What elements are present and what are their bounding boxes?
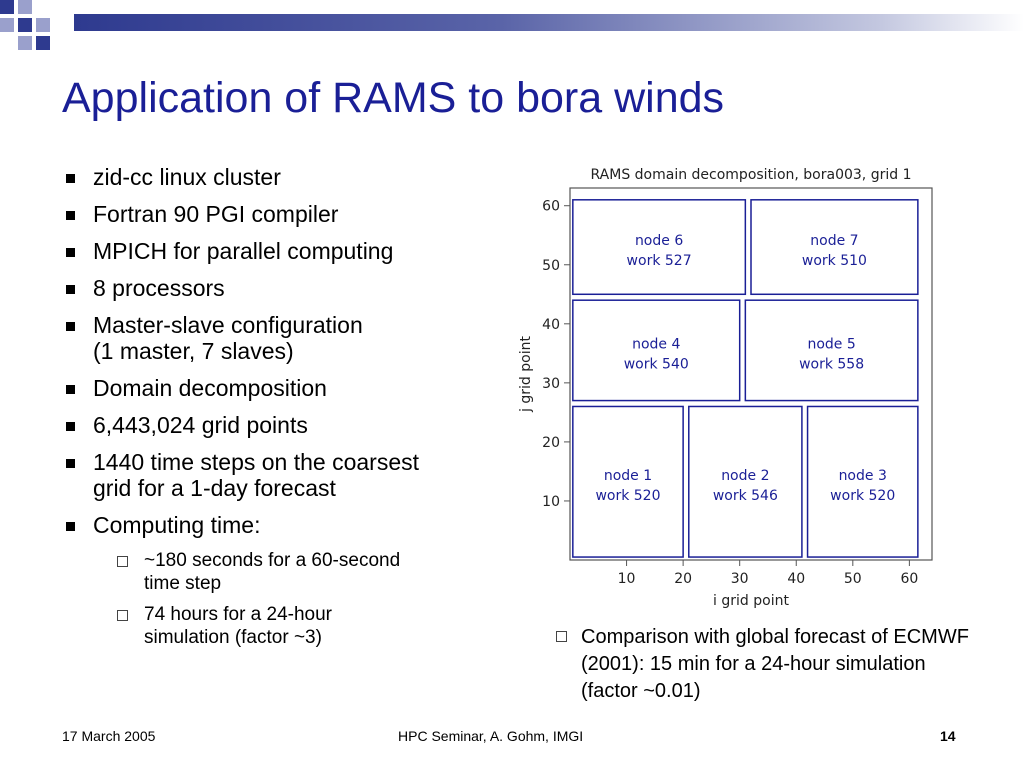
node-label: node 6 bbox=[635, 233, 683, 249]
bullet-item: Master-slave configuration (1 master, 7 … bbox=[62, 312, 482, 364]
footer-date: 17 March 2005 bbox=[62, 728, 156, 744]
bullet-item: zid-cc linux cluster bbox=[62, 164, 482, 190]
x-axis-label: i grid point bbox=[713, 593, 789, 609]
bullet-text: Master-slave configuration (1 master, 7 … bbox=[93, 312, 363, 364]
bullet-list: zid-cc linux cluster Fortran 90 PGI comp… bbox=[62, 164, 482, 657]
corner-decoration bbox=[0, 0, 80, 64]
node-work-label: work 527 bbox=[627, 253, 692, 269]
bullet-text: 6,443,024 grid points bbox=[93, 412, 308, 438]
sub-bullet-item: ~180 seconds for a 60-second time step bbox=[117, 549, 482, 595]
square-bullet-icon bbox=[66, 285, 75, 294]
square-bullet-icon bbox=[66, 422, 75, 431]
page-number: 14 bbox=[940, 728, 956, 744]
square-bullet-icon bbox=[66, 459, 75, 468]
sub-bullet-text: 74 hours for a 24-hour simulation (facto… bbox=[144, 604, 333, 648]
node-box bbox=[744, 299, 919, 402]
node-box bbox=[572, 199, 747, 296]
slide-title: Application of RAMS to bora winds bbox=[62, 74, 725, 122]
sub-bullet-text: ~180 seconds for a 60-second time step bbox=[144, 550, 401, 594]
bullet-item: Computing time: bbox=[62, 512, 482, 538]
node-work-label: work 520 bbox=[595, 488, 660, 504]
node-label: node 2 bbox=[721, 468, 769, 484]
bullet-text: 8 processors bbox=[93, 275, 225, 301]
comparison-text: Comparison with global forecast of ECMWF… bbox=[581, 626, 969, 702]
node-label: node 5 bbox=[807, 336, 855, 352]
square-bullet-icon bbox=[66, 211, 75, 220]
y-tick-label: 60 bbox=[542, 199, 560, 215]
bullet-text: Domain decomposition bbox=[93, 375, 327, 401]
node-label: node 4 bbox=[632, 336, 680, 352]
node-label: node 1 bbox=[604, 468, 652, 484]
bullet-text: Fortran 90 PGI compiler bbox=[93, 201, 339, 227]
hollow-square-bullet-icon bbox=[117, 556, 128, 567]
bullet-item: 6,443,024 grid points bbox=[62, 412, 482, 438]
node-work-label: work 510 bbox=[802, 253, 867, 269]
y-axis-label: j grid point bbox=[518, 336, 534, 413]
x-tick-label: 20 bbox=[674, 571, 692, 587]
square-bullet-icon bbox=[66, 174, 75, 183]
square-bullet-icon bbox=[66, 248, 75, 257]
square-bullet-icon bbox=[66, 322, 75, 331]
hollow-square-bullet-icon bbox=[556, 631, 567, 642]
comparison-item: Comparison with global forecast of ECMWF… bbox=[556, 624, 976, 705]
node-work-label: work 520 bbox=[830, 488, 895, 504]
bullet-item: Fortran 90 PGI compiler bbox=[62, 201, 482, 227]
x-tick-label: 30 bbox=[731, 571, 749, 587]
node-box bbox=[806, 405, 919, 558]
node-label: node 7 bbox=[810, 233, 858, 249]
x-tick-label: 60 bbox=[900, 571, 918, 587]
node-box bbox=[688, 405, 803, 558]
node-work-label: work 540 bbox=[624, 356, 689, 372]
bullet-item: 8 processors bbox=[62, 275, 482, 301]
footer-center: HPC Seminar, A. Gohm, IMGI bbox=[398, 728, 584, 744]
y-tick-label: 40 bbox=[542, 317, 560, 333]
bullet-item: MPICH for parallel computing bbox=[62, 238, 482, 264]
bullet-item: 1440 time steps on the coarsest grid for… bbox=[62, 449, 482, 501]
x-tick-label: 50 bbox=[844, 571, 862, 587]
node-work-label: work 546 bbox=[713, 488, 778, 504]
chart-svg: RAMS domain decomposition, bora003, grid… bbox=[518, 167, 933, 609]
y-tick-label: 20 bbox=[542, 435, 560, 451]
bullet-text: MPICH for parallel computing bbox=[93, 238, 394, 264]
y-tick-label: 30 bbox=[542, 376, 560, 392]
x-tick-label: 40 bbox=[787, 571, 805, 587]
domain-decomposition-chart: RAMS domain decomposition, bora003, grid… bbox=[500, 160, 960, 620]
top-accent-bar bbox=[74, 14, 1024, 31]
bullet-text: Computing time: bbox=[93, 512, 261, 538]
node-box bbox=[572, 299, 741, 402]
node-box bbox=[750, 199, 919, 296]
y-tick-label: 10 bbox=[542, 494, 560, 510]
hollow-square-bullet-icon bbox=[117, 610, 128, 621]
node-box bbox=[572, 405, 684, 558]
bullet-text: zid-cc linux cluster bbox=[93, 164, 281, 190]
square-bullet-icon bbox=[66, 385, 75, 394]
square-bullet-icon bbox=[66, 522, 75, 531]
sub-bullet-item: 74 hours for a 24-hour simulation (facto… bbox=[117, 603, 482, 649]
x-tick-label: 10 bbox=[618, 571, 636, 587]
bullet-text: 1440 time steps on the coarsest grid for… bbox=[93, 449, 420, 501]
sub-bullet-list: ~180 seconds for a 60-second time step 7… bbox=[117, 549, 482, 649]
bullet-item: Domain decomposition bbox=[62, 375, 482, 401]
y-tick-label: 50 bbox=[542, 258, 560, 274]
node-label: node 3 bbox=[839, 468, 887, 484]
node-work-label: work 558 bbox=[799, 356, 864, 372]
chart-title: RAMS domain decomposition, bora003, grid… bbox=[591, 167, 912, 183]
